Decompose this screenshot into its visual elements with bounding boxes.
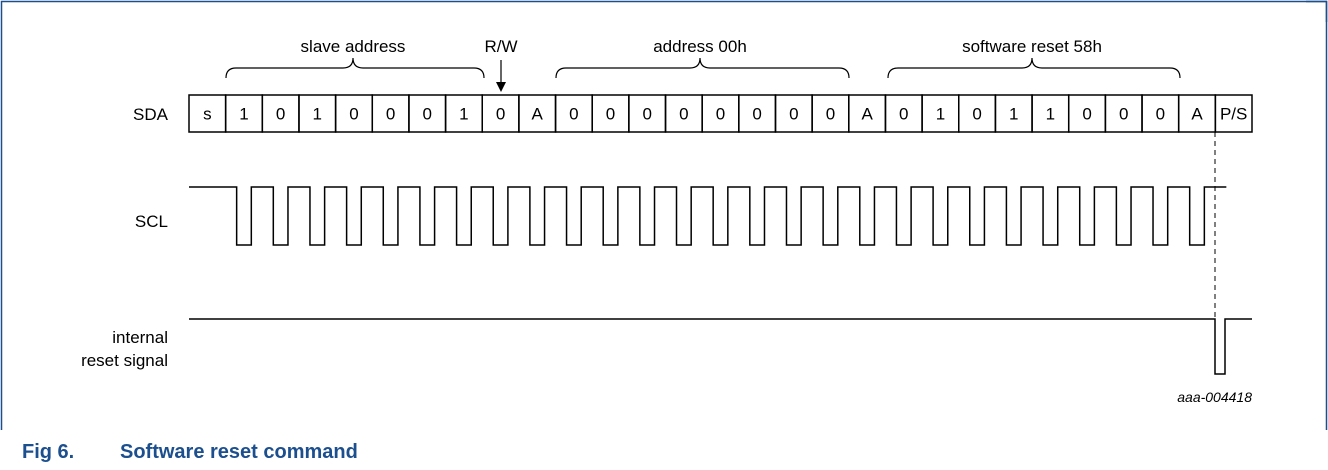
sda-bit-label: 0 bbox=[569, 105, 578, 124]
reset-signal-label-line2: reset signal bbox=[81, 351, 168, 370]
slave-address-label: slave address bbox=[301, 37, 406, 56]
sda-bit-label: s bbox=[203, 105, 212, 124]
address-label: address 00h bbox=[653, 37, 747, 56]
reset-signal-label-line1: internal bbox=[112, 328, 168, 347]
sda-bit-label: 0 bbox=[1082, 105, 1091, 124]
sda-bit-label: 0 bbox=[423, 105, 432, 124]
figure-title: Software reset command bbox=[120, 441, 358, 463]
figure-frame-corner bbox=[1306, 0, 1328, 22]
rw-arrow-head bbox=[496, 82, 506, 92]
slave-address-bracket bbox=[225, 57, 485, 79]
figure-number: Fig 6. bbox=[22, 441, 75, 463]
sda-bit-cell bbox=[1214, 94, 1253, 133]
sda-bit-label: 0 bbox=[679, 105, 688, 124]
sda-bit-label: 0 bbox=[276, 105, 285, 124]
sda-bit-label: 0 bbox=[496, 105, 505, 124]
sda-bit-label: 0 bbox=[349, 105, 358, 124]
sda-label: SDA bbox=[133, 105, 169, 124]
address-bracket bbox=[555, 57, 850, 79]
sda-bit-label: 0 bbox=[1156, 105, 1165, 124]
sda-bit-label: 0 bbox=[642, 105, 651, 124]
sda-bit-label: 0 bbox=[972, 105, 981, 124]
software-reset-label: software reset 58h bbox=[962, 37, 1102, 56]
sda-bit-label: A bbox=[1191, 105, 1203, 124]
figure-id: aaa-004418 bbox=[1177, 389, 1252, 405]
scl-waveform bbox=[189, 186, 1227, 246]
sda-bit-label: 0 bbox=[789, 105, 798, 124]
sda-bit-label: 0 bbox=[752, 105, 761, 124]
reset-waveform bbox=[189, 318, 1252, 375]
software-reset-bracket bbox=[887, 57, 1181, 79]
sda-bit-label: 1 bbox=[459, 105, 468, 124]
sda-bit-label: 1 bbox=[1009, 105, 1018, 124]
sda-bit-label: 0 bbox=[899, 105, 908, 124]
sda-bit-label: 0 bbox=[606, 105, 615, 124]
rw-label: R/W bbox=[484, 37, 517, 56]
sda-bit-label: P/S bbox=[1220, 105, 1247, 124]
sda-bit-row: s 1 0 1 0 0 0 1 0 A 0 0 0 0 0 0 0 0 A 0 1 0 1 1 0 0 0 A P/S bbox=[188, 94, 1253, 133]
sda-bit-label: 0 bbox=[1119, 105, 1128, 124]
sda-bit-label: 1 bbox=[313, 105, 322, 124]
sda-bit-label: A bbox=[532, 105, 544, 124]
scl-label: SCL bbox=[135, 212, 168, 231]
sda-bit-label: 1 bbox=[239, 105, 248, 124]
sda-bit-label: 1 bbox=[936, 105, 945, 124]
sda-bit-label: A bbox=[861, 105, 873, 124]
sda-bit-label: 1 bbox=[1046, 105, 1055, 124]
sda-bit-label: 0 bbox=[826, 105, 835, 124]
figure-frame bbox=[0, 0, 1328, 430]
sda-bit-label: 0 bbox=[716, 105, 725, 124]
figure-caption: Fig 6. Software reset command bbox=[22, 441, 358, 464]
sda-bit-label: 0 bbox=[386, 105, 395, 124]
